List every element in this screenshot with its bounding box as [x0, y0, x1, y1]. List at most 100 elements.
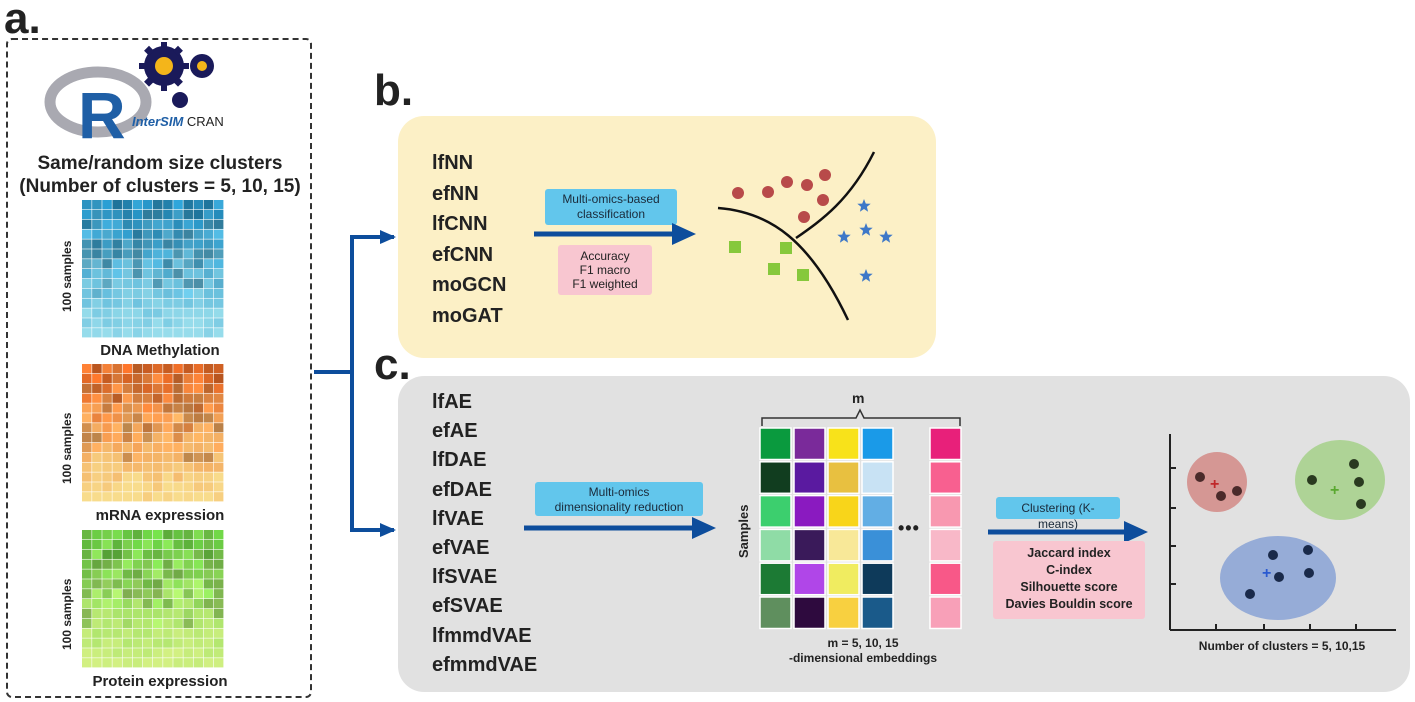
heatmap-cell: [163, 462, 173, 472]
heatmap-cell: [193, 472, 204, 482]
heatmap-cell: [203, 328, 214, 338]
heatmap-cell: [213, 530, 224, 540]
heatmap-cell: [92, 219, 102, 229]
heatmap-cell: [183, 423, 193, 433]
heatmap-cell: [102, 482, 112, 492]
heatmap-cell: [82, 288, 92, 298]
model-name: efNN: [432, 182, 479, 205]
heatmap-cell: [132, 658, 143, 668]
heatmap-cell: [153, 278, 163, 289]
heatmap-cell: [173, 229, 183, 239]
heatmap-cell: [112, 423, 122, 433]
heatmap-cell: [193, 278, 204, 289]
heatmap-cell: [92, 433, 102, 443]
heatmap-cell: [112, 462, 122, 472]
star-icon: [857, 199, 871, 212]
heatmap-cell: [102, 442, 112, 453]
heatmap-cell: [193, 539, 204, 550]
heatmap-cell: [92, 403, 102, 413]
heatmap-cell: [203, 200, 214, 210]
heatmap-cell: [213, 229, 224, 239]
heatmap-cell: [183, 589, 193, 599]
heatmap-cell: [112, 530, 122, 540]
heatmap-cell: [92, 648, 102, 658]
heatmap-cell: [153, 200, 163, 210]
heatmap-cell: [112, 608, 122, 619]
heatmap-cell: [132, 403, 143, 413]
heatmap-cell: [153, 229, 163, 239]
heatmap-cell: [132, 423, 143, 433]
heatmap-cell: [122, 608, 133, 619]
heatmap-cell: [102, 658, 112, 668]
heatmap-cell: [183, 373, 193, 384]
heatmap-cell: [213, 608, 224, 619]
heatmap-cell: [203, 618, 214, 628]
heatmap-cell: [142, 328, 153, 338]
heatmap-cell: [173, 413, 183, 423]
heatmap-cell: [163, 298, 173, 308]
heatmap-cell: [183, 259, 193, 269]
heatmap-cell: [183, 442, 193, 453]
heatmap-cell: [112, 393, 122, 403]
heatmap-cell: [132, 569, 143, 579]
heatmap-cell: [112, 373, 122, 384]
heatmap-cell: [203, 589, 214, 599]
heatmap-cell: [153, 298, 163, 308]
embedding-cell: [759, 596, 792, 630]
embedding-cell: [861, 461, 894, 495]
heatmap-cell: [122, 373, 133, 384]
metric: C-index: [1046, 563, 1092, 577]
heatmap-cell: [92, 589, 102, 599]
star-icon: [837, 230, 851, 243]
heatmap-cell: [213, 383, 224, 393]
heatmap-cell: [132, 599, 143, 609]
heatmap-cell: [173, 589, 183, 599]
heatmap-cell: [173, 599, 183, 609]
heatmap-cell: [92, 288, 102, 298]
heatmap-cell: [193, 482, 204, 492]
heatmap-cell: [92, 482, 102, 492]
heatmap-cell: [92, 393, 102, 403]
heatmap-cell: [213, 442, 224, 453]
heatmap-cell: [102, 200, 112, 210]
gear-icon: [139, 42, 189, 91]
heatmap-cell: [122, 539, 133, 550]
heatmap-cell: [213, 579, 224, 589]
heatmap-cell: [213, 278, 224, 289]
heatmap-cell: [173, 618, 183, 628]
heatmap-cell: [122, 423, 133, 433]
heatmap-cell: [122, 472, 133, 482]
model-name: moGAT: [432, 304, 503, 327]
heatmap-cell: [122, 209, 133, 220]
panel-a-title-2: (Number of clusters = 5, 10, 15): [19, 176, 301, 197]
heatmap-cell: [153, 549, 163, 559]
heatmap-cell: [193, 423, 204, 433]
heatmap-cell: [203, 413, 214, 423]
heatmap-cell: [92, 462, 102, 472]
heatmap-cell: [183, 433, 193, 443]
scatter-caption: Number of clusters = 5, 10,15: [1198, 639, 1366, 653]
heatmap-cell: [183, 288, 193, 298]
heatmap-cell: [132, 269, 143, 279]
heatmap-cell: [193, 200, 204, 210]
heatmap-cell: [153, 482, 163, 492]
heatmap-cell: [153, 383, 163, 393]
heatmap-cell: [173, 328, 183, 338]
model-name: lfAE: [432, 391, 472, 413]
heatmap-cell: [203, 249, 214, 259]
heatmap-cell: [112, 442, 122, 453]
heatmap-cell: [112, 259, 122, 269]
heatmap-cell: [132, 482, 143, 492]
heatmap-cell: [122, 249, 133, 259]
embedding-cell: [827, 562, 860, 596]
panel-b-letter: b.: [374, 66, 414, 115]
heatmap-cell: [142, 383, 153, 393]
model-name: efCNN: [432, 243, 494, 266]
embedding-cell: [929, 461, 962, 495]
class-square-icon: [729, 241, 809, 281]
heatmap-cell: [153, 472, 163, 482]
heatmap-cell: [153, 318, 163, 328]
class-dot-icon: [732, 169, 831, 223]
heatmap-cell: [173, 492, 183, 502]
heatmap-cell: [82, 492, 92, 502]
